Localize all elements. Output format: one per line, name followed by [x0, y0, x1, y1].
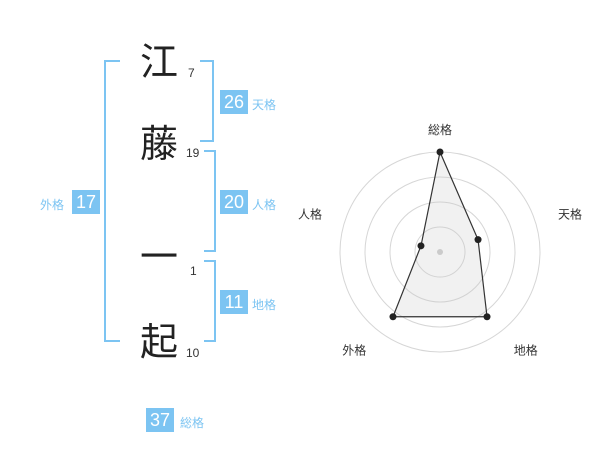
radar-ring: [364, 176, 516, 328]
jinkaku-bracket: [204, 150, 216, 252]
name-char-4: 起: [140, 320, 179, 364]
tenkaku-bracket: [200, 60, 214, 142]
chikaku-bracket: [204, 260, 216, 342]
jinkaku-value: 20: [220, 190, 248, 214]
gaikaku-label: 外格: [40, 198, 65, 212]
radar-point-5: [417, 242, 425, 250]
radar-point-1: [436, 148, 444, 156]
gaikaku-value: 17: [72, 190, 100, 214]
soukaku-label: 総格: [180, 416, 205, 430]
chikaku-label: 地格: [252, 298, 277, 312]
stroke-count-4: 10: [186, 346, 200, 360]
tenkaku-label: 天格: [252, 98, 277, 112]
radar-series-polygon: [392, 150, 488, 318]
radar-center: [437, 249, 443, 255]
radar-ring: [414, 226, 466, 278]
name-char-3: 一: [140, 235, 179, 279]
stroke-count-1: 7: [188, 66, 195, 80]
name-char-2: 藤: [140, 122, 179, 166]
radar-axis-label-2: 天格: [558, 206, 582, 221]
stroke-count-2: 19: [186, 146, 200, 160]
radar-point-4: [389, 313, 397, 321]
tenkaku-value: 26: [220, 90, 248, 114]
radar-point-2: [474, 236, 482, 244]
radar-axis-label-4: 外格: [342, 343, 366, 358]
jinkaku-label: 人格: [252, 198, 277, 212]
gaikaku-bracket: [104, 60, 120, 342]
stroke-count-3: 1: [190, 264, 197, 278]
radar-ring: [389, 201, 491, 303]
soukaku-value: 37: [146, 408, 174, 432]
radar-axis-label-1: 総格: [428, 122, 452, 137]
radar-point-3: [483, 313, 491, 321]
radar-axis-label-3: 地格: [514, 343, 538, 358]
chikaku-value: 11: [220, 290, 248, 314]
name-char-1: 江: [140, 40, 179, 84]
radar-axis-label-5: 人格: [298, 206, 322, 221]
